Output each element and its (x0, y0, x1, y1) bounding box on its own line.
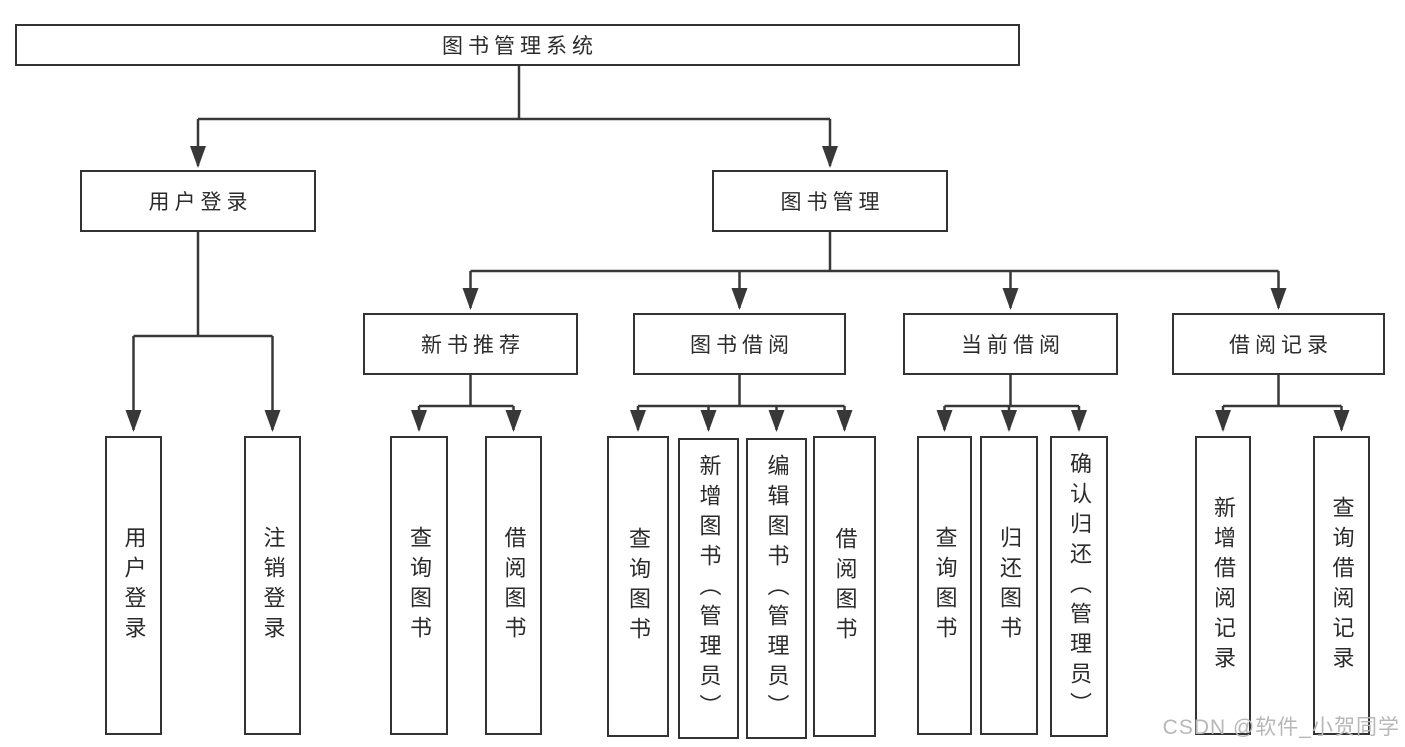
node-new-book-recommend: 新书推荐 (363, 313, 578, 375)
node-book-management-label: 图书管理 (780, 191, 885, 214)
leaf-user-login: 用户登录 (105, 436, 162, 735)
leaf-borrow-books-label: 借阅图书 (832, 526, 858, 647)
leaf-logout-label: 注销登录 (260, 525, 286, 646)
node-root-label: 图书管理系统 (442, 35, 598, 58)
leaf-return-books-label: 归还图书 (997, 525, 1022, 646)
node-user-login: 用户登录 (80, 170, 316, 232)
leaf-confirm-return-admin: 确认归还（管理员） (1050, 436, 1108, 737)
leaf-add-books-admin: 新增图书（管理员） (678, 438, 739, 739)
node-new-book-recommend-label: 新书推荐 (421, 334, 525, 357)
leaf-edit-books-admin-label: 编辑图书（管理员） (764, 453, 790, 724)
leaf-add-books-admin-label: 新增图书（管理员） (696, 453, 722, 724)
node-book-borrowing-label: 图书借阅 (690, 334, 794, 357)
leaf-borrow-books: 借阅图书 (813, 436, 876, 737)
node-book-borrowing: 图书借阅 (633, 313, 846, 375)
leaf-query-books: 查询图书 (607, 436, 669, 737)
leaf-logout: 注销登录 (244, 436, 301, 735)
node-borrowing-records: 借阅记录 (1172, 313, 1385, 375)
node-user-login-label: 用户登录 (148, 191, 253, 214)
node-current-borrowing: 当前借阅 (903, 313, 1118, 375)
leaf-query-borrow-record: 查询借阅记录 (1313, 436, 1370, 735)
leaf-query-books-label: 查询图书 (407, 525, 432, 646)
leaf-query-borrow-record-label: 查询借阅记录 (1329, 495, 1355, 676)
leaf-confirm-return-admin-label: 确认归还（管理员） (1067, 451, 1092, 722)
node-current-borrowing-label: 当前借阅 (961, 334, 1065, 357)
leaf-query-books: 查询图书 (390, 436, 448, 735)
csdn-watermark: CSDN @软件_小贺同学 (1162, 716, 1400, 739)
leaf-add-borrow-record: 新增借阅记录 (1195, 436, 1251, 735)
node-book-management: 图书管理 (712, 170, 948, 232)
leaf-edit-books-admin: 编辑图书（管理员） (746, 438, 807, 739)
leaf-query-books: 查询图书 (917, 436, 972, 735)
node-root: 图书管理系统 (15, 24, 1020, 66)
leaf-add-borrow-record-label: 新增借阅记录 (1211, 495, 1236, 676)
leaf-user-login-label: 用户登录 (121, 525, 147, 646)
leaf-borrow-books-label: 借阅图书 (501, 525, 527, 646)
leaf-query-books-label: 查询图书 (626, 526, 651, 647)
leaf-borrow-books: 借阅图书 (485, 436, 542, 735)
leaf-query-books-label: 查询图书 (932, 525, 958, 646)
leaf-return-books: 归还图书 (980, 436, 1038, 735)
node-borrowing-records-label: 借阅记录 (1229, 334, 1333, 357)
